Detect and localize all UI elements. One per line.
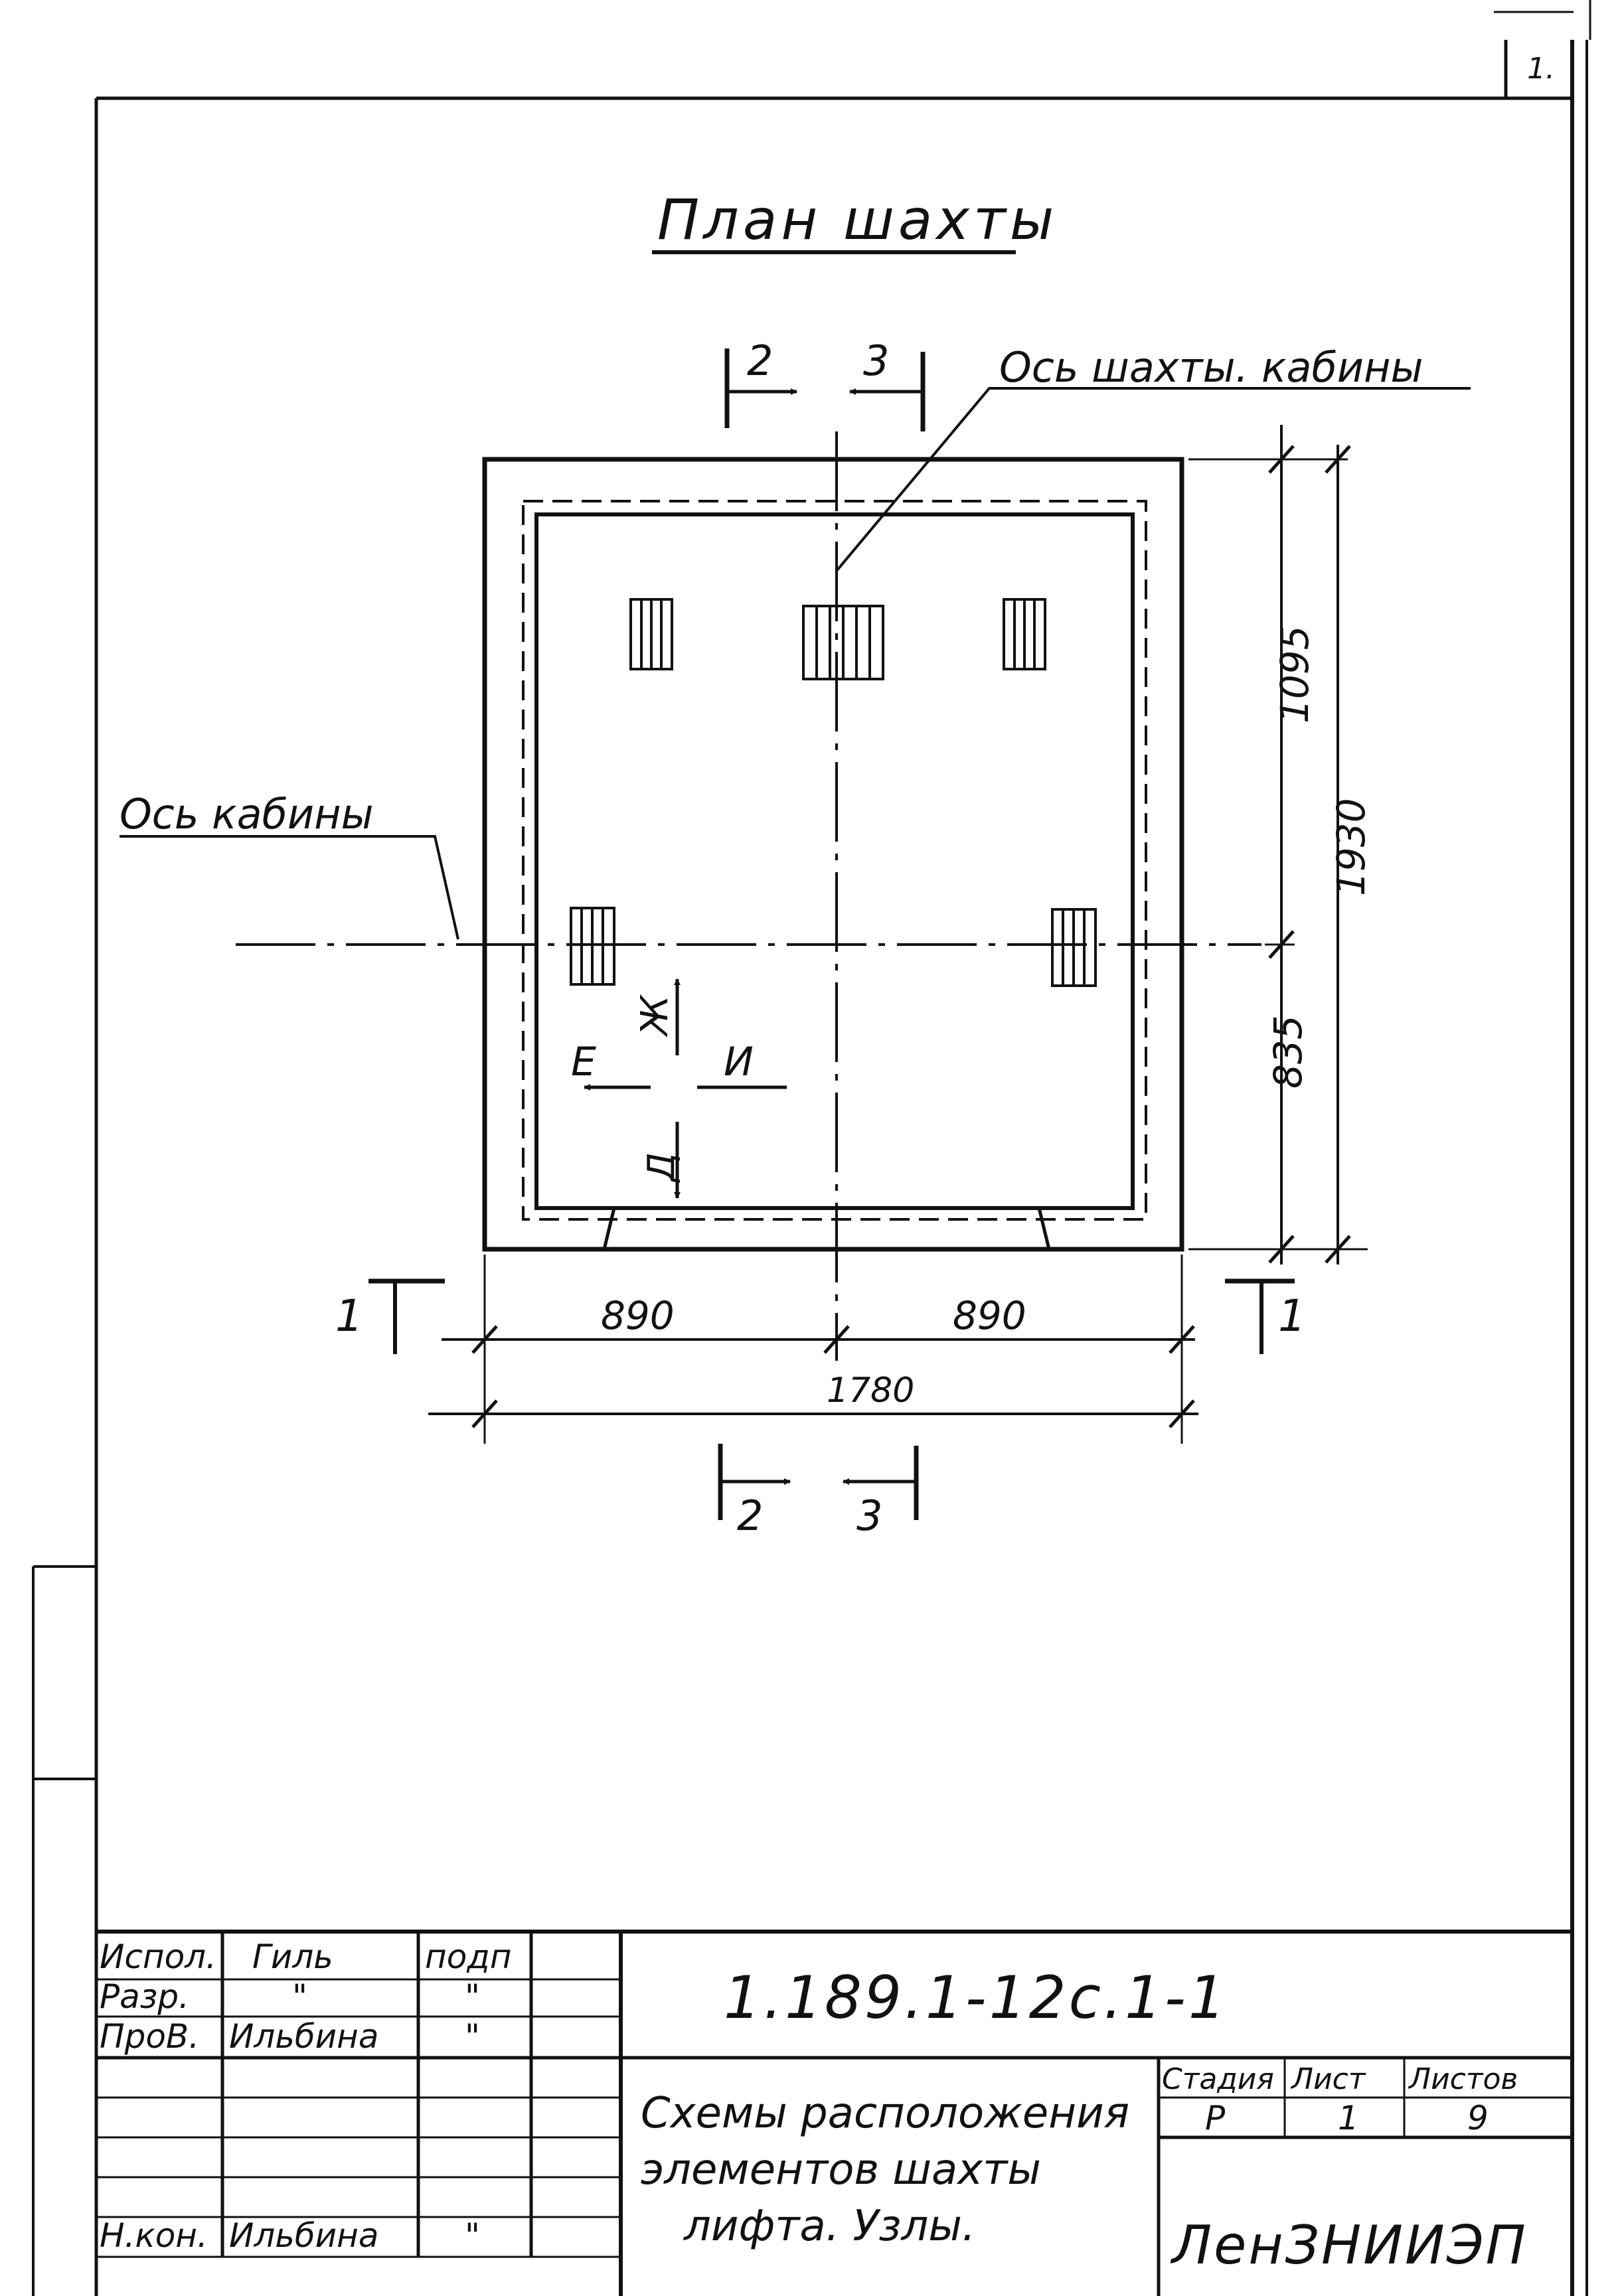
view-arrows (584, 978, 787, 1199)
sheet-mark: 1. (1527, 52, 1555, 86)
sheet-value: 1 (1338, 2099, 1359, 2137)
description-line-3: лифта. Узлы. (683, 2202, 975, 2251)
plan-title: План шахты (657, 187, 1058, 252)
row-name: Ильбина (229, 2017, 379, 2056)
row-sign: " (465, 2216, 480, 2255)
guide-rails (570, 598, 1097, 987)
section-2-bottom: 2 (737, 1492, 763, 1540)
axes (236, 431, 1261, 1361)
stage-header: Стадия (1162, 2062, 1274, 2096)
document-designation: 1.189.1-12с.1-1 (724, 1963, 1228, 2032)
sheet-header: Лист (1290, 2062, 1366, 2096)
view-i: И (724, 1039, 754, 1085)
dim-total-horizontal: 1780 (827, 1371, 914, 1411)
row-name: Гиль (252, 1938, 333, 1976)
row-sign: " (465, 2017, 480, 2056)
sheets-value: 9 (1467, 2099, 1489, 2137)
section-3-bottom: 3 (856, 1492, 882, 1540)
rail-top-right (1003, 598, 1046, 670)
row-sign: подп (425, 1938, 512, 1976)
sheets-header: Листов (1408, 2062, 1518, 2096)
cabin-axis-label: Ось кабины (120, 790, 374, 838)
description-line-1: Схемы расположения (641, 2089, 1129, 2138)
dim-total-vertical: 1930 (1329, 798, 1374, 896)
view-d: Д (640, 1152, 683, 1184)
view-zh: Ж (633, 994, 677, 1037)
leaders (120, 387, 1471, 940)
title-block-grid (96, 1930, 1572, 2296)
row-name: Ильбина (229, 2216, 379, 2255)
section-3-top: 3 (863, 337, 889, 385)
dim-left-horizontal: 890 (601, 1293, 675, 1338)
title-block-rows: Испол. Гиль подп Разр. " " ПроВ. Ильбина… (100, 1938, 512, 2255)
section-1-left: 1 (335, 1290, 363, 1341)
row-name: " (292, 1977, 307, 2016)
shaft-plan (482, 457, 1184, 1252)
section-markers (368, 348, 1295, 1520)
organization-name: ЛенЗНИИЭП (1170, 2214, 1528, 2276)
section-1-right: 1 (1278, 1290, 1306, 1341)
view-e: Е (571, 1039, 596, 1085)
dim-right-horizontal: 890 (953, 1293, 1026, 1338)
dim-upper-vertical: 1095 (1272, 625, 1317, 724)
row-role: Разр. (100, 1977, 189, 2016)
shaft-cabin-axis-label: Ось шахты. кабины (999, 343, 1423, 392)
dim-lower-vertical: 835 (1265, 1015, 1311, 1089)
section-2-top: 2 (747, 337, 773, 385)
row-sign: " (465, 1977, 480, 2016)
rail-top-center (802, 605, 884, 680)
rail-top-left (629, 598, 673, 670)
dimension-lines (428, 425, 1368, 1444)
stage-value: Р (1205, 2099, 1226, 2137)
rail-mid-right (1051, 908, 1097, 987)
row-role: ПроВ. (100, 2017, 199, 2056)
row-role: Н.кон. (100, 2216, 208, 2255)
description-line-2: элементов шахты (641, 2145, 1041, 2194)
rail-mid-left (570, 907, 615, 986)
row-role: Испол. (100, 1938, 216, 1976)
